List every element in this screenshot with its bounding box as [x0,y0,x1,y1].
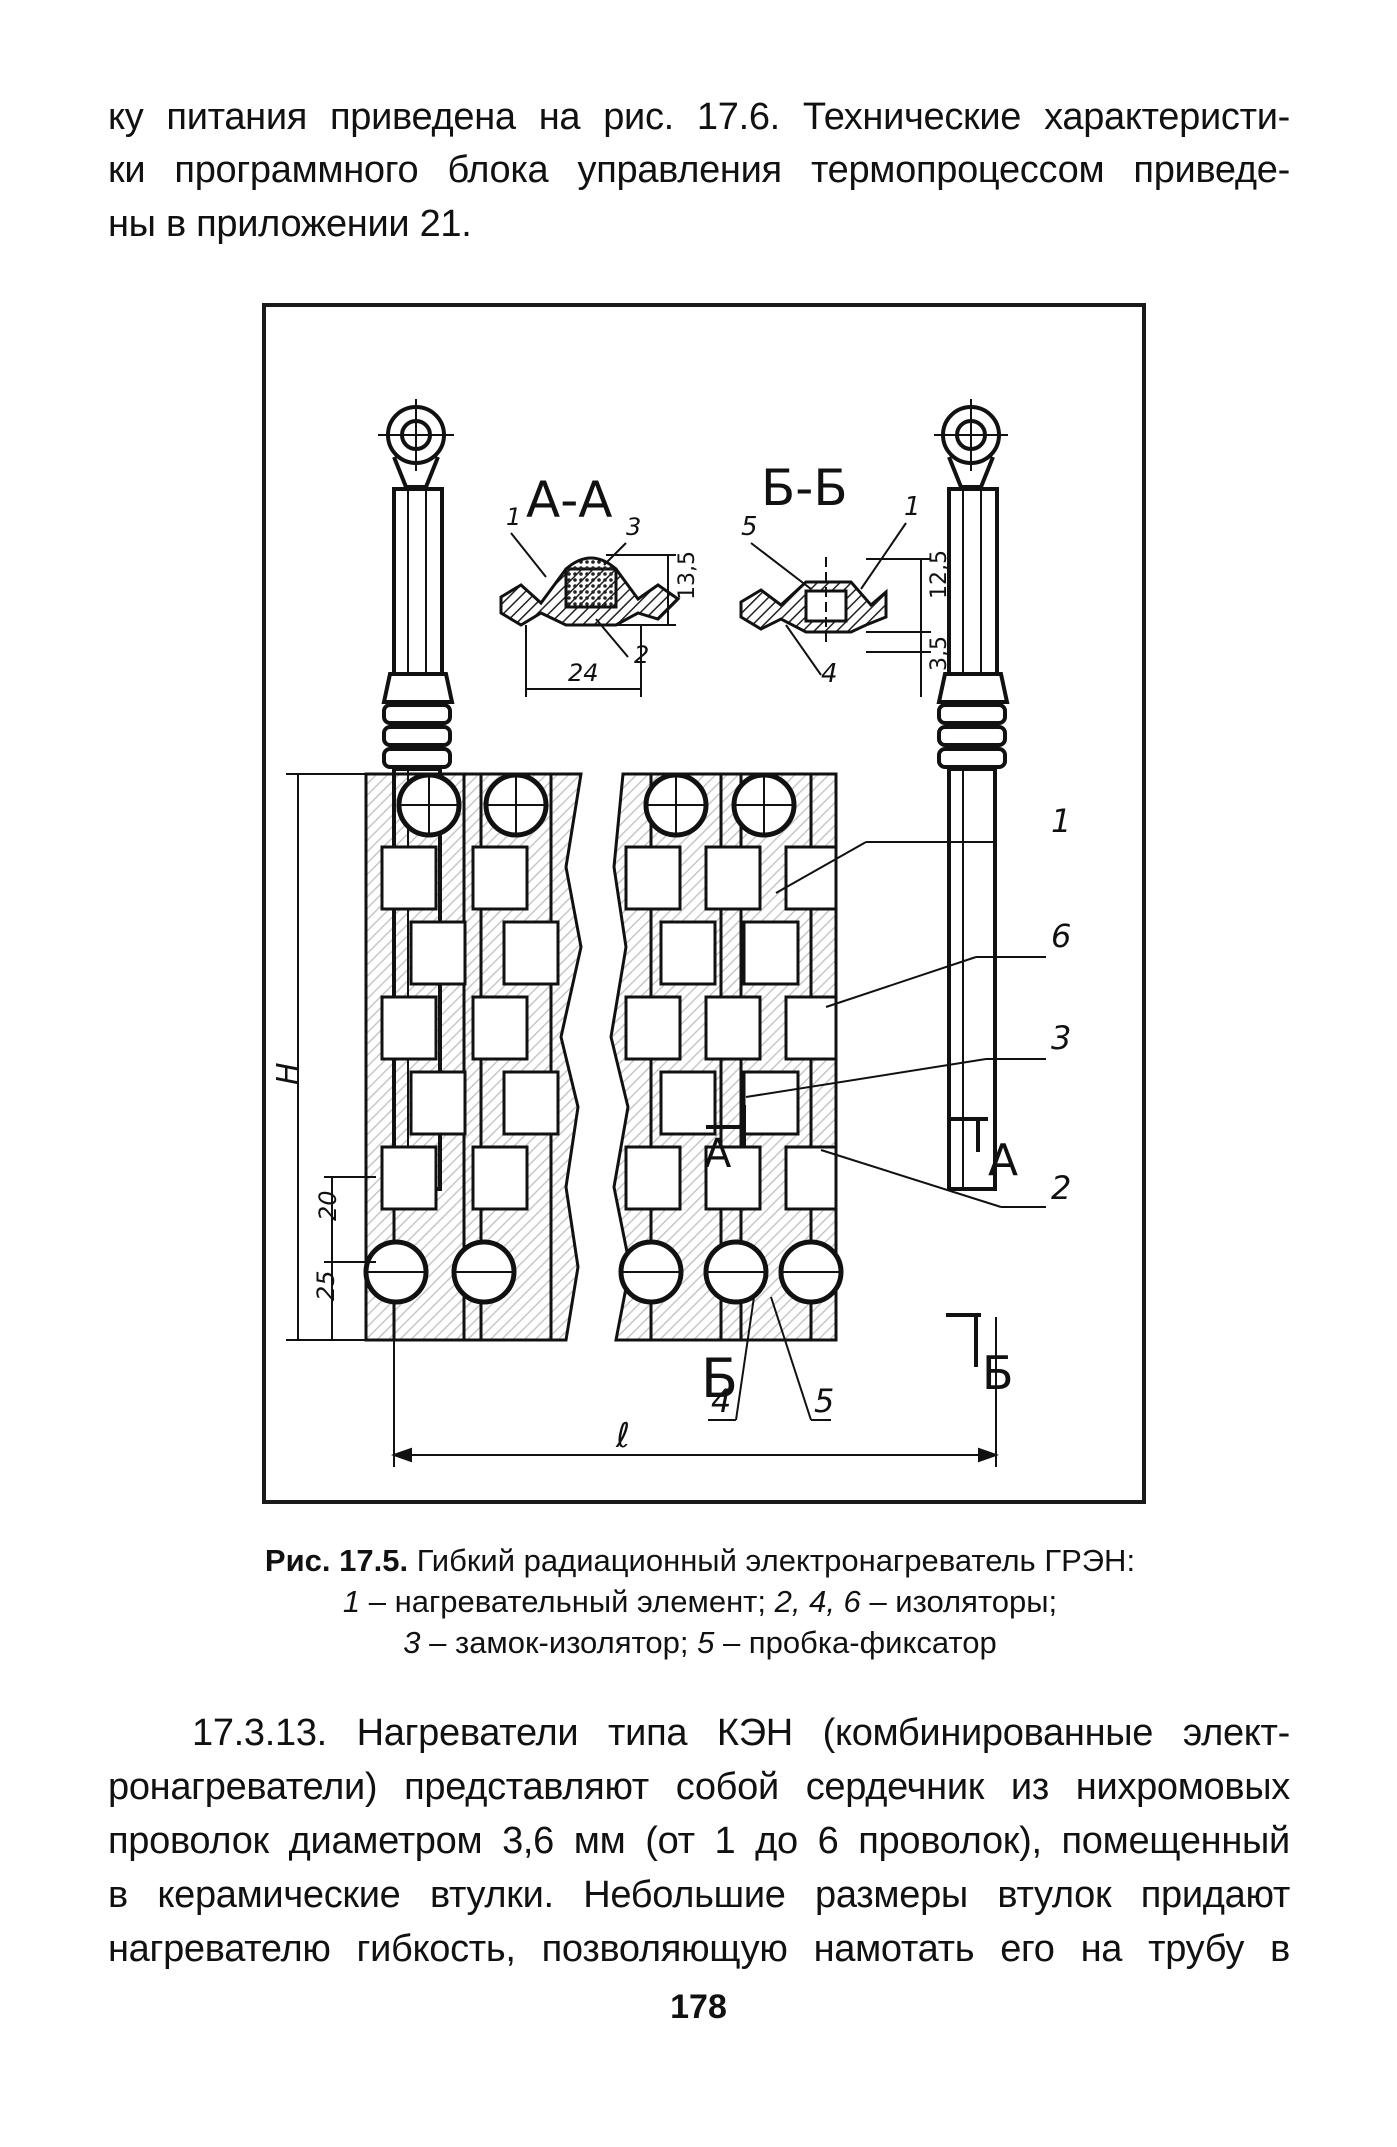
section-mark-a-right: А [988,1135,1018,1186]
main-callout-3: 3 [1051,1019,1071,1057]
section-aa-detail: А-А 13,5 24 1 3 2 [499,471,700,697]
main-callout-1: 1 [1051,802,1071,840]
heater-schematic: А-А 13,5 24 1 3 2 Б-Б [271,399,1071,1467]
callout-leaders-main [708,841,1046,1421]
dim-3-5: 3,5 [927,636,952,671]
caption-num-1: 1 [342,1584,361,1619]
paragraph-bottom-line-2: ронагреватели) представляют собой сердеч… [108,1766,1290,1808]
page-number: 178 [670,1988,727,2026]
heater-panel-right [609,772,844,1342]
section-aa-label: А-А [526,471,612,529]
paragraph-top-line-2: ки программного блока управления термопр… [108,149,1290,191]
section-mark-a-left: А [704,1131,732,1177]
figure-caption-line-3: 3 – замок-изолятор; 5 – пробка-фиксатор [200,1622,1200,1664]
paragraph-top-line-1: ку питания приведена на рис. 17.6. Техни… [108,96,1290,138]
dim-12-5: 12,5 [927,550,952,599]
paragraph-bottom-line-5: нагревателю гибкость, позволяющую намота… [108,1928,1290,1970]
dim-25: 25 [312,1270,340,1301]
paragraph-top-line-3: ны в приложении 21. [108,203,472,245]
figure-caption-title: Гибкий радиационный электронагреватель Г… [416,1543,1136,1578]
dimension-lines-left [286,773,376,1341]
heater-panel-left [363,772,583,1342]
figure-caption-line-2: 1 – нагревательный элемент; 2, 4, 6 – из… [200,1581,1200,1623]
dimension-line-bottom [390,1317,1000,1467]
main-callout-6: 6 [1051,917,1071,955]
caption-num-3: 3 [403,1625,421,1660]
aa-callout-1: 1 [506,503,521,531]
left-terminal-lead [378,399,455,1191]
aa-callout-3: 3 [626,513,641,541]
right-terminal-lead [934,399,1010,1191]
caption-text-1: – нагревательный элемент; [368,1584,766,1619]
bb-callout-4: 4 [821,659,838,689]
aa-callout-2: 2 [634,641,649,669]
main-callout-4: 4 [711,1382,731,1420]
paragraph-bottom-line-4: в керамические втулки. Небольшие размеры… [108,1874,1290,1916]
paragraph-bottom-line-1: 17.3.13. Нагреватели типа КЭН (комбиниро… [192,1712,1290,1754]
section-marks [706,1105,988,1367]
section-mark-b-left: Б [701,1347,738,1410]
dim-20: 20 [314,1190,342,1221]
caption-text-2: – изоляторы; [869,1584,1058,1619]
section-bb-label: Б-Б [761,459,848,517]
dim-24: 24 [568,659,599,687]
paragraph-bottom-line-3: проволок диаметром 3,6 мм (от 1 до 6 про… [108,1820,1290,1862]
caption-text-3: – замок-изолятор; [429,1625,689,1660]
main-callout-5: 5 [814,1382,834,1420]
caption-num-5: 5 [697,1625,715,1660]
main-callout-2: 2 [1051,1169,1071,1207]
caption-text-5: – пробка-фиксатор [722,1625,997,1660]
dim-H: H [271,1062,306,1085]
caption-num-2: 2, 4, 6 [774,1584,861,1619]
dim-l: ℓ [615,1416,630,1456]
figure-caption-label: Рис. 17.5. [264,1543,409,1578]
section-bb-detail: Б-Б 12,5 3,5 5 1 4 [739,459,952,697]
figure-heater-drawing: А-А 13,5 24 1 3 2 Б-Б [262,303,1146,1504]
dim-13-5: 13,5 [675,551,700,600]
bb-callout-1: 1 [904,492,921,522]
section-mark-b-right: Б [982,1346,1014,1400]
bb-callout-5: 5 [741,512,758,542]
figure-caption-line-1: Рис. 17.5. Гибкий радиационный электрона… [200,1540,1200,1582]
